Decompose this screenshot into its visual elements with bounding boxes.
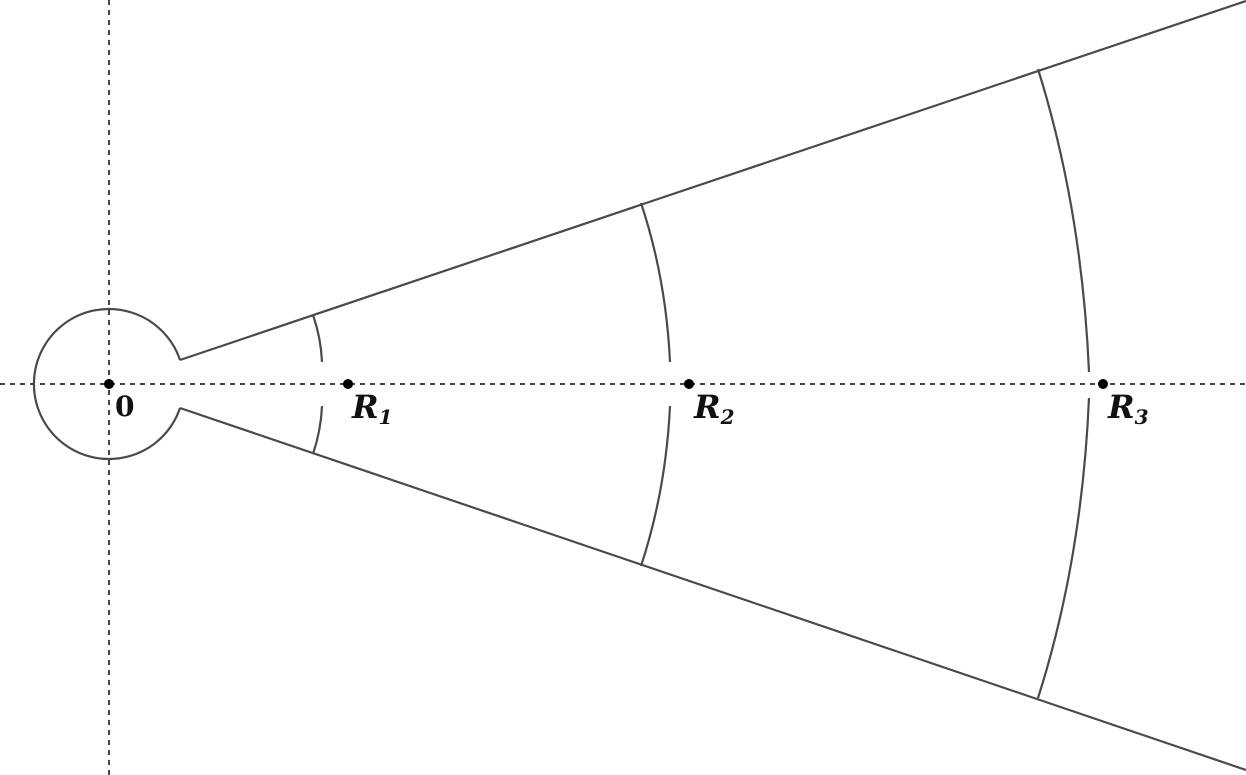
- point-r1: [343, 379, 353, 389]
- arc-r2-lower: [639, 405, 672, 567]
- origin-label: 0: [115, 390, 134, 423]
- arc-r3-upper: [1036, 68, 1091, 373]
- arc-r1-lower: [311, 405, 324, 455]
- arc-r2-upper: [639, 202, 672, 363]
- arc-r1-upper: [311, 314, 324, 363]
- point-r3: [1098, 379, 1108, 389]
- label-r3: R3: [1107, 388, 1149, 429]
- upper-ray: [179, 0, 1246, 362]
- label-r2: R2: [693, 388, 735, 429]
- origin-point: [104, 379, 114, 389]
- keyhole-circle: [32, 307, 182, 461]
- arc-r3-lower: [1036, 397, 1091, 699]
- point-r2: [684, 379, 694, 389]
- lower-ray: [179, 406, 1246, 772]
- label-r1: R1: [351, 388, 393, 429]
